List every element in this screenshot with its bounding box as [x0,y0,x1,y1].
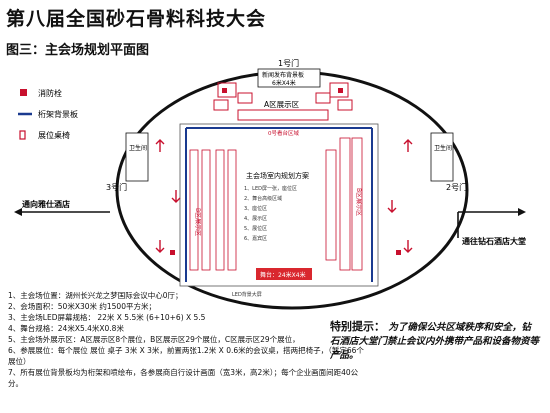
top-board-line2: 6米X4米 [272,79,296,87]
arrow-left-icon [14,208,22,216]
to-hotel-left: 通向雅仕酒店 [22,199,70,209]
note-1: 1、主会场位置：湖州长兴龙之梦国际会议中心0厅； [8,291,183,300]
svg-text:6、嘉宾区: 6、嘉宾区 [244,235,267,242]
zone-a-label: A区展示区 [264,100,300,109]
to-hotel-right: 通往钻石酒店大堂 [462,236,526,246]
stage-screen-label: 舞台：24米X4米 [260,271,306,279]
svg-text:4、展示区: 4、展示区 [244,216,267,222]
svg-text:1、LED屏一张，座位区: 1、LED屏一张，座位区 [244,185,297,192]
note-4: 4、舞台规格：24米X5.4米X0.8米 [8,324,124,333]
plan-scheme-lines: 1、LED屏一张，座位区 2、舞台高级区域 3、座位区 4、展示区 5、展位区 … [244,185,297,242]
tip-text: 为了确保公共区域秩序和安全，钻石酒店大堂门禁止会议内外携带产品和设备物资等产品。 [330,322,540,361]
gate-2-label: 2号门 [446,182,467,192]
legend-label-hydrant: 消防栓 [38,88,62,98]
restroom-right-label: 卫生间 [434,144,452,152]
main-hall [179,123,379,287]
legend: 消防栓 桁架背景板 展位桌椅 [18,88,78,140]
note-5: 5、主会场外展示区：A区展示区8个展位，B区展示区29个展位，C区展示区29个展… [8,335,300,344]
note-6: 6、参展展位：每个展位 展位 桌子 3米 X 3米，前置两张1.2米 X 0.6… [8,346,364,366]
stage-screen [256,268,312,280]
plan-scheme-title: 主会场室内规划方案 [246,171,309,180]
arrow-right-icon [518,208,526,216]
special-tip: 特别提示： 为了确保公共区域秩序和安全，钻石酒店大堂门禁止会议内外携带产品和设备… [330,320,540,363]
restroom-right [430,132,454,182]
page-subtitle: 图三：主会场规划平面图 [6,43,150,58]
restroom-left [125,132,149,182]
restroom-left-label: 卫生间 [129,144,147,152]
tip-title: 特别提示： [330,320,385,333]
fire-hydrants [170,88,401,255]
page-title: 第八届全国砂石骨料科技大会 [6,8,267,30]
legend-label-booth: 展位桌椅 [38,130,70,140]
note-7: 7、所有展位背景板均为桁架和喷绘布，各参展商自行设计画面（宽3米，高2米）；每个… [8,368,359,388]
top-board [257,68,321,88]
booth-icon [19,130,26,140]
flow-arrows [155,139,413,253]
stage-note: 0号看台区域 [268,129,299,137]
gate-1-label: 1号门 [278,58,299,68]
gate-3-label: 3号门 [106,182,127,192]
top-board-line1: 新闻发布背景板 [262,71,304,79]
venue-notes: 1、主会场位置：湖州长兴龙之梦国际会议中心0厅； 2、会场面积：50米X30米 … [8,290,364,389]
note-2: 2、会场面积：50米X30米 约1500平方米； [8,302,156,311]
legend-label-truss: 桁架背景板 [38,109,78,119]
note-3: 3、主会场LED屏幕规格： 22米 X 5.5米 (6+10+6) X 5.5 [8,313,206,322]
zone-b-label-left: B区展示区 [194,208,201,236]
zone-b-label-right: B区展示区 [355,188,362,216]
svg-text:5、展位区: 5、展位区 [244,225,267,232]
right-booth-columns [325,137,363,271]
left-booth-columns [189,149,237,271]
fire-hydrant-icon [20,89,27,96]
top-booths [213,82,353,121]
bottom-board-label: LED背景大屏 [232,291,262,298]
svg-text:3、座位区: 3、座位区 [244,205,267,212]
svg-text:2、舞台高级区域: 2、舞台高级区域 [244,195,282,202]
